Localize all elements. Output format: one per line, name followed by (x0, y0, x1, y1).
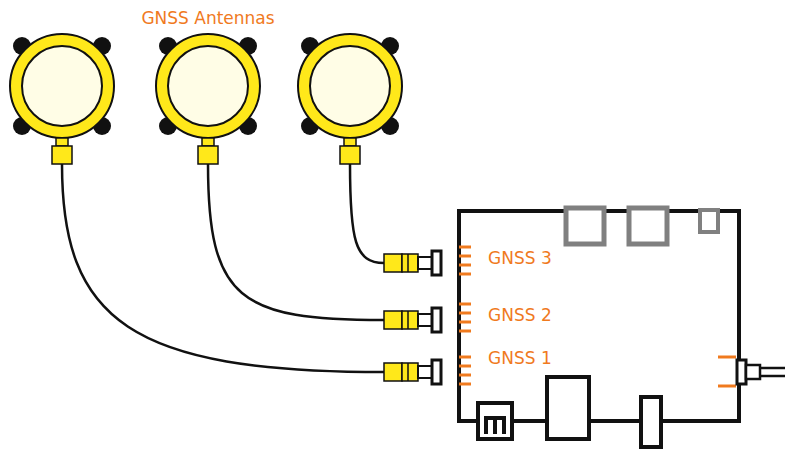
port-label: GNSS 3 (487, 249, 553, 268)
heading-label: GNSS Antennas (140, 9, 275, 28)
port-label: GNSS 2 (487, 306, 553, 325)
port-label: GNSS 1 (487, 349, 553, 368)
